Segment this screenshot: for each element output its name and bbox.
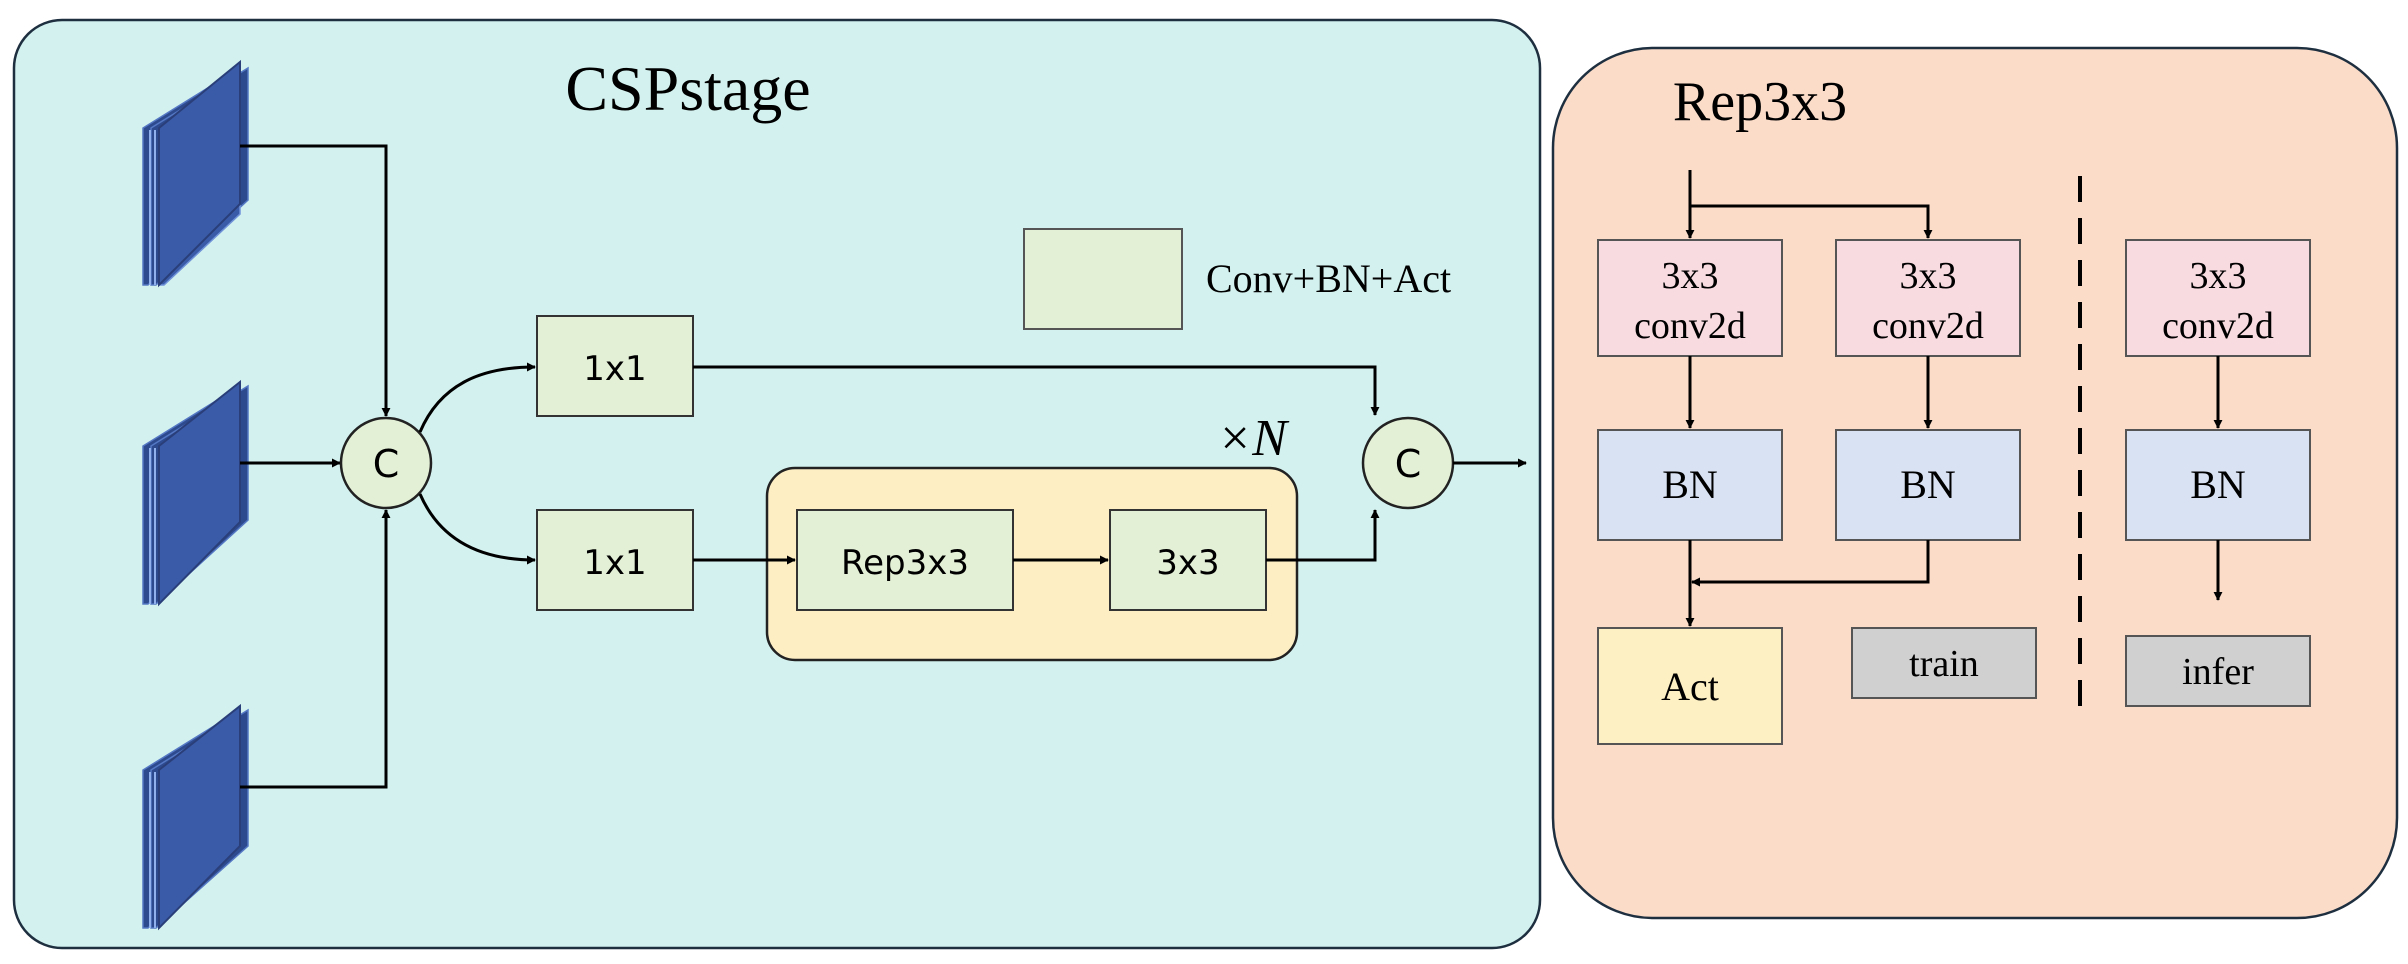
bn-infer [2125, 429, 2311, 541]
feature-map-middle [142, 379, 249, 607]
conv2d-train-a-line2: conv2d [1634, 305, 1746, 347]
conv2d-train-b [1835, 239, 2021, 357]
feature-map-top [142, 59, 249, 288]
conv-3x3-block-label: 3x3 [1156, 543, 1219, 583]
infer-tag-label: infer [2182, 651, 2254, 693]
conv2d-infer-line1: 3x3 [2190, 255, 2247, 297]
infer-tag [2125, 635, 2311, 707]
act-label: Act [1661, 664, 1719, 709]
arrow-split-upper [418, 362, 536, 433]
legend-swatch [1023, 228, 1183, 330]
concat-left-label: C [373, 442, 400, 486]
rep-panel: Rep3x3 3x3 conv2d BN Act 3x3 conv2d BN t… [1551, 46, 2399, 920]
rep-title: Rep3x3 [1673, 71, 1847, 133]
conv-1x1-upper-label: 1x1 [583, 349, 646, 389]
arrow-bn-b-merge [1691, 540, 1930, 587]
csp-title: CSPstage [565, 53, 810, 124]
conv2d-infer [2125, 239, 2311, 357]
arrow-bottom-input [240, 509, 391, 789]
arrow-top-input [240, 144, 391, 417]
conv-1x1-lower-label: 1x1 [583, 543, 646, 583]
csp-panel: CSPstage Conv+BN+Act [12, 18, 1542, 950]
conv2d-train-b-line2: conv2d [1872, 305, 1984, 347]
repeat-label: ×N [1217, 410, 1290, 467]
arrow-input-b [1690, 204, 1933, 239]
rep3x3-block-label: Rep3x3 [841, 543, 969, 583]
bn-train-a-label: BN [1662, 462, 1718, 507]
conv-1x1-upper [536, 315, 694, 417]
feature-map-bottom [142, 703, 249, 931]
conv-1x1-lower [536, 509, 694, 611]
conv2d-train-b-line1: 3x3 [1900, 255, 1957, 297]
arrow-split-lower [418, 493, 536, 565]
train-tag-label: train [1909, 643, 1979, 685]
arrow-lower-to-concat [1266, 509, 1380, 562]
concat-node-left [339, 416, 433, 510]
concat-right-label: C [1395, 442, 1422, 486]
rep3x3-block [796, 509, 1014, 611]
conv2d-train-a [1597, 239, 1783, 357]
conv2d-infer-line2: conv2d [2162, 305, 2274, 347]
conv2d-train-a-line1: 3x3 [1662, 255, 1719, 297]
legend-label: Conv+BN+Act [1206, 256, 1451, 301]
arrow-upper-to-concat [693, 365, 1380, 416]
train-tag [1851, 627, 2037, 699]
bn-train-b-label: BN [1900, 462, 1956, 507]
act-block [1597, 627, 1783, 745]
bn-train-b [1835, 429, 2021, 541]
bn-infer-label: BN [2190, 462, 2246, 507]
